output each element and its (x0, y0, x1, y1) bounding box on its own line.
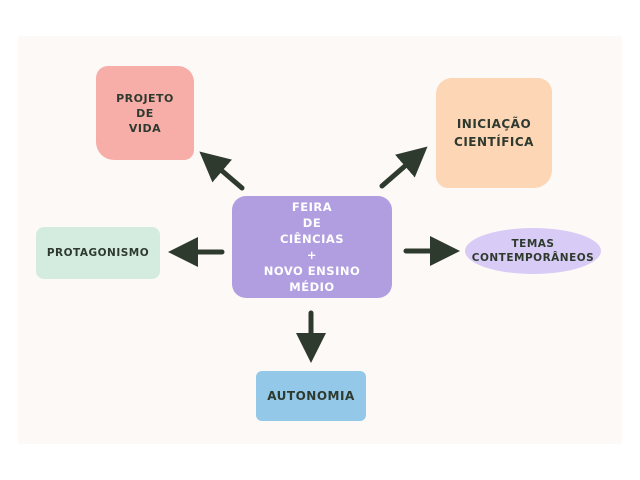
center-line: DE (302, 216, 322, 230)
center-line: + (306, 248, 318, 262)
node-iniciacao-line: INICIAÇÃO (456, 117, 532, 131)
node-temas-line: CONTEMPORÂNEOS (471, 252, 595, 264)
center-line: NOVO ENSINO (263, 264, 361, 278)
node-center-feira-de-ciencias: FEIRA DE CIÊNCIAS + NOVO ENSINO MÉDIO (232, 196, 392, 298)
node-iniciacao-cientifica: INICIAÇÃO CIENTÍFICA (436, 78, 552, 188)
center-line: CIÊNCIAS (279, 232, 345, 246)
center-line: MÉDIO (289, 280, 335, 294)
node-autonomia-label: AUTONOMIA (267, 389, 355, 403)
node-iniciacao-line: CIENTÍFICA (454, 135, 534, 149)
node-protagonismo-label: PROTAGONISMO (46, 247, 150, 259)
node-projeto-line: DE (136, 106, 154, 120)
node-protagonismo: PROTAGONISMO (36, 227, 160, 279)
node-projeto-de-vida: PROJETO DE VIDA (96, 66, 194, 160)
node-projeto-line: PROJETO (116, 91, 174, 105)
node-autonomia: AUTONOMIA (256, 371, 366, 421)
node-temas-contemporaneos: TEMAS CONTEMPORÂNEOS (465, 228, 601, 274)
node-temas-line: TEMAS (511, 238, 555, 250)
node-projeto-line: VIDA (128, 121, 162, 135)
center-line: FEIRA (291, 200, 333, 214)
